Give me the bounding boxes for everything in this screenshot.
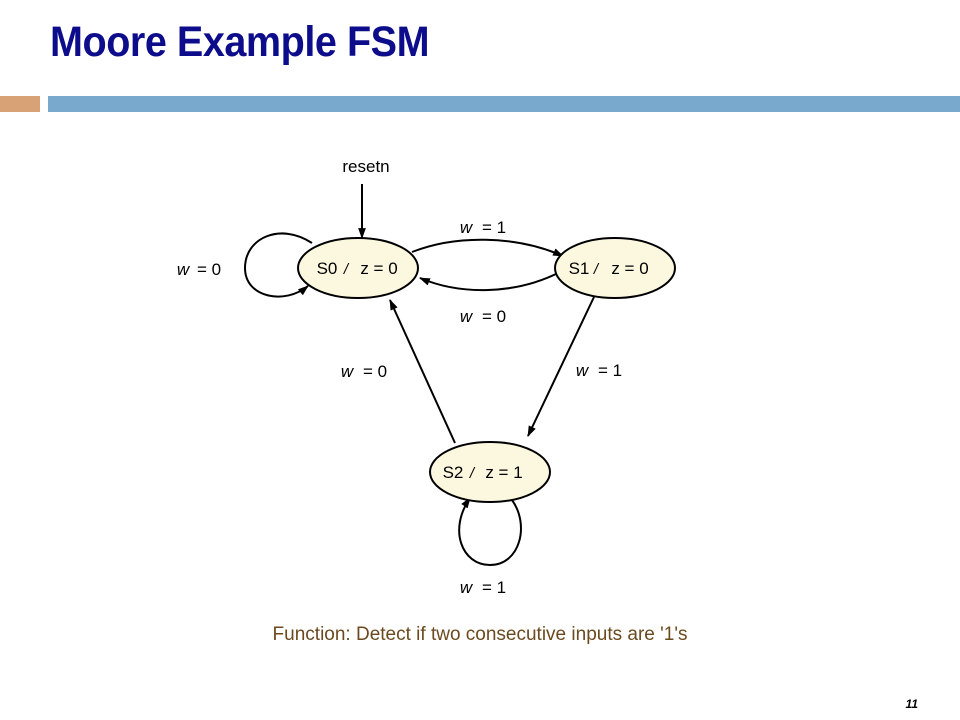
transition-s1-to-s2 [527,296,595,437]
label-value: = 1 [482,218,506,237]
label-var: w [341,362,355,381]
state-s2: S2 / z = 1 [429,441,551,503]
transition-s0-self [243,232,313,298]
transition-s1-to-s0 [418,271,561,292]
label-var: w [576,361,590,380]
transition-s2-self [458,497,522,567]
label-value: = 0 [482,307,506,326]
state-s1-output: z = 0 [611,259,648,278]
label-var: w [460,578,474,597]
reset-label: resetn [342,157,389,176]
state-s2-name: S2 [443,463,464,482]
state-s0-separator: / [343,261,350,278]
state-s0: S0 / z = 0 [297,237,419,299]
state-s1-name: S1 [569,259,590,278]
state-s2-separator: / [469,465,476,482]
state-s0-node [297,237,419,299]
label-s2-to-s0: w = 0 [341,362,387,381]
state-s1-separator: / [593,261,600,278]
state-s1-node [554,237,676,299]
label-value: = 1 [482,578,506,597]
transition-s0-to-s1 [411,238,565,257]
label-value: = 1 [598,361,622,380]
title-rule-bar [48,96,960,112]
function-caption: Function: Detect if two consecutive inpu… [272,624,688,645]
label-var: w [460,218,474,237]
label-value: = 0 [197,260,221,279]
label-s2-self: w = 1 [460,578,506,597]
label-value: = 0 [363,362,387,381]
label-var: w [460,307,474,326]
label-var: w [177,260,191,279]
label-s1-to-s2: w = 1 [576,361,622,380]
label-s0-self: w = 0 [177,260,221,279]
state-s0-output: z = 0 [360,259,397,278]
label-s1-to-s0: w = 0 [460,307,506,326]
transition-s2-to-s0 [389,298,456,444]
slide-title: Moore Example FSM [50,18,430,66]
state-s2-node [429,441,551,503]
state-s1: S1 / z = 0 [554,237,676,299]
title-rule-accent [0,96,40,112]
state-s2-output: z = 1 [485,463,522,482]
page-number: 11 [905,697,918,711]
state-s0-name: S0 [317,259,338,278]
label-s0-to-s1: w = 1 [460,218,506,237]
